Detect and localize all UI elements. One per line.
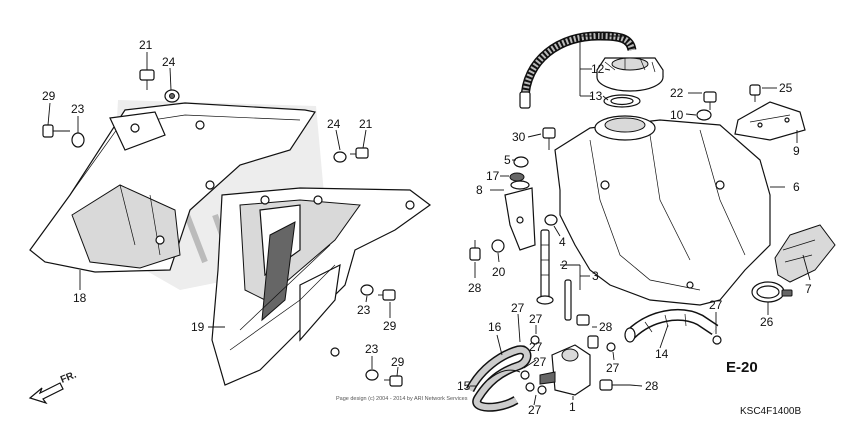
callout: 11 — [594, 29, 607, 43]
cap-gasket-13 — [603, 94, 641, 108]
callout: 24 — [162, 55, 176, 69]
copyright-text: Page design (c) 2004 - 2014 by ARI Netwo… — [336, 396, 468, 402]
callout: 27 — [533, 355, 547, 369]
callout: 25 — [779, 81, 793, 95]
callout: 4 — [559, 235, 566, 249]
callout: 28 — [645, 379, 659, 393]
callout: 28 — [468, 281, 482, 295]
callout: 10 — [670, 108, 684, 122]
callout: 15 — [457, 379, 471, 393]
fuel-strainer-2 — [536, 214, 572, 321]
callout: 3 — [592, 269, 599, 283]
callout: 8 — [476, 183, 483, 197]
breather-tube-14 — [624, 309, 719, 343]
part-code: KSC4F1400B — [740, 406, 801, 417]
callout: 27 — [528, 403, 542, 417]
radiator-shroud-right-19 — [211, 187, 432, 386]
callout: 9 — [793, 144, 800, 158]
callout: 22 — [670, 86, 684, 100]
callout: 27 — [606, 361, 620, 375]
front-arrow-icon: FR. — [28, 369, 78, 405]
callout: 24 — [327, 117, 341, 131]
callout: 29 — [383, 319, 397, 333]
callout: 7 — [805, 282, 812, 296]
callout: 27 — [529, 312, 543, 326]
fasteners-tank-front — [504, 127, 556, 251]
fuel-cap-12 — [596, 57, 664, 92]
callout: 13 — [589, 89, 603, 103]
callout: 30 — [512, 130, 526, 144]
callout: 12 — [591, 62, 605, 76]
reference-label: E-20 — [726, 359, 758, 376]
callout: 2 — [561, 258, 568, 272]
callout: 17 — [486, 169, 500, 183]
callout: 19 — [191, 320, 205, 334]
fuel-valve-1 — [539, 314, 630, 396]
callout: 23 — [71, 102, 85, 116]
callout-labels: 21 24 29 23 18 24 21 19 23 29 23 29 11 1… — [42, 29, 812, 417]
front-label: FR. — [59, 369, 78, 385]
callout: 21 — [359, 117, 373, 131]
callout: 21 — [139, 38, 153, 52]
fuel-tube-16 — [465, 345, 532, 412]
callout: 14 — [655, 347, 669, 361]
callout: 29 — [42, 89, 56, 103]
callout: 29 — [391, 355, 405, 369]
fasteners-tank-top — [696, 84, 761, 121]
callout: 20 — [492, 265, 506, 279]
callout: 26 — [760, 315, 774, 329]
fuel-tank-6 — [554, 115, 771, 306]
callout: 6 — [793, 180, 800, 194]
callout: 27 — [529, 340, 543, 354]
tank-cover-9 — [734, 101, 806, 141]
leader-lines — [47, 35, 811, 406]
radiator-shroud-left-18 — [29, 102, 316, 273]
callout: 5 — [504, 153, 511, 167]
callout: 27 — [709, 298, 723, 312]
callout: 16 — [488, 320, 502, 334]
band-clip-26 — [751, 281, 793, 303]
fasteners-tank-left — [469, 239, 505, 261]
tank-pad-7 — [774, 224, 836, 283]
callout: 23 — [365, 342, 379, 356]
callout: 23 — [357, 303, 371, 317]
fasteners-left — [42, 69, 403, 387]
callout: 28 — [599, 320, 613, 334]
callout: 18 — [73, 291, 87, 305]
callout: 1 — [569, 400, 576, 414]
callout: 27 — [511, 301, 525, 315]
